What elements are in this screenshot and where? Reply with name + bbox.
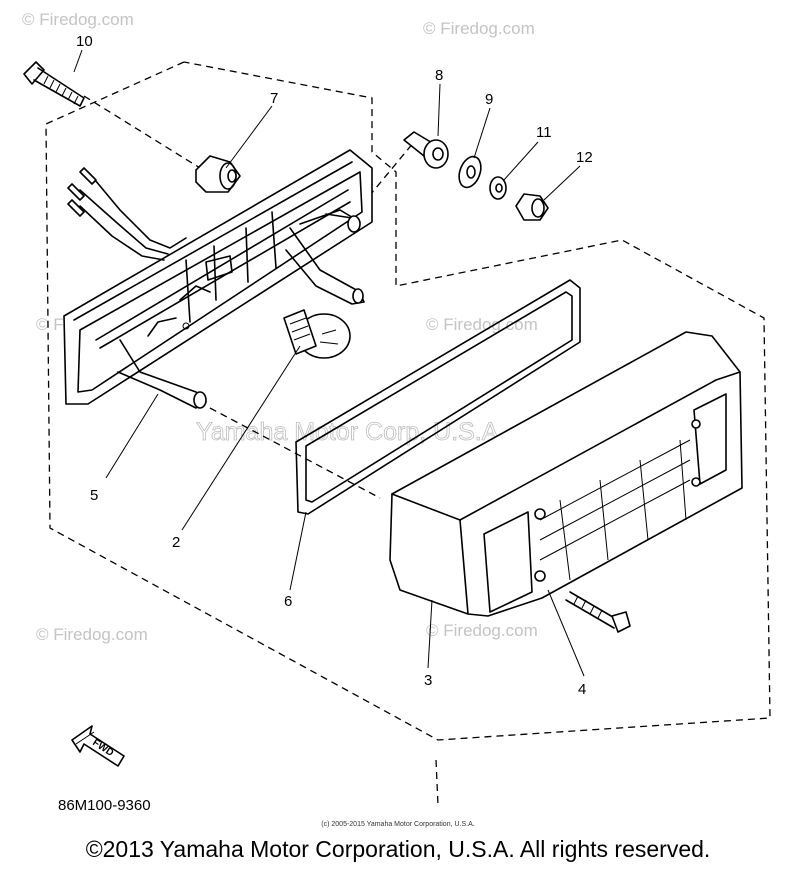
callout-2: 2 bbox=[172, 534, 180, 551]
part-9-washer bbox=[458, 155, 482, 189]
callout-9: 9 bbox=[485, 91, 493, 108]
part-8-collar bbox=[403, 131, 449, 169]
part-6-gasket bbox=[295, 279, 581, 515]
callout-11: 11 bbox=[536, 124, 552, 141]
part-12-nut bbox=[515, 193, 549, 221]
callout-12: 12 bbox=[576, 149, 593, 166]
part-10-screw bbox=[23, 61, 85, 107]
callout-5: 5 bbox=[90, 487, 98, 504]
watermark-firedog: © Firedog.com bbox=[22, 10, 134, 29]
part-4-screw bbox=[565, 591, 631, 633]
lens-axis bbox=[209, 407, 381, 499]
callout-6: 6 bbox=[284, 593, 292, 610]
small-copyright: (c) 2005-2015 Yamaha Motor Corporation, … bbox=[321, 821, 475, 828]
callout-3: 3 bbox=[424, 672, 432, 689]
callout-10: 10 bbox=[76, 33, 93, 50]
watermark-firedog: © Firedog.com bbox=[426, 621, 538, 640]
screw-axis bbox=[83, 95, 201, 169]
part-7-grommet bbox=[195, 155, 241, 193]
footer-copyright: ©2013 Yamaha Motor Corporation, U.S.A. A… bbox=[85, 836, 711, 862]
assembly-leader bbox=[435, 759, 439, 806]
diagram-code: 86M100-9360 bbox=[58, 797, 151, 814]
part-3-lens bbox=[389, 331, 743, 617]
watermark-yamaha: Yamaha Motor Corp, U.S.A. bbox=[196, 418, 505, 446]
part-2-bulb bbox=[283, 309, 351, 359]
wire-harness bbox=[67, 167, 187, 261]
leader-lines bbox=[73, 49, 585, 677]
watermark-firedog: © Firedog.com bbox=[36, 625, 148, 644]
callout-4: 4 bbox=[578, 681, 586, 698]
part-11-lock-washer bbox=[489, 176, 507, 200]
watermark-firedog: © Firedog.com bbox=[426, 315, 538, 334]
callout-8: 8 bbox=[435, 67, 443, 84]
fwd-arrow-icon: FWD bbox=[71, 725, 125, 767]
callout-7: 7 bbox=[270, 90, 278, 107]
part-5-housing bbox=[63, 149, 373, 409]
watermark-firedog: © Firedog.com bbox=[423, 19, 535, 38]
